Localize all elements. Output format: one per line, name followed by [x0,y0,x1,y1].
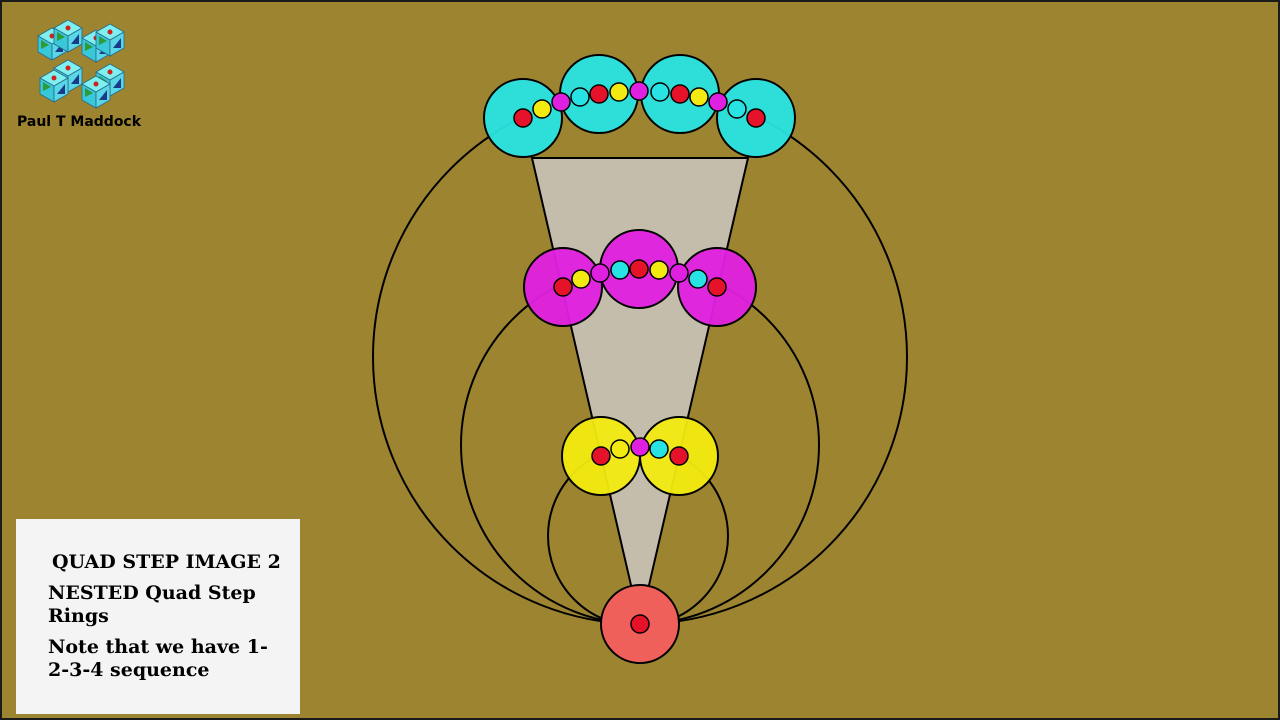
marker-magenta [630,437,650,457]
marker-cyan [570,87,590,107]
marker-red [629,259,649,279]
marker-red [591,446,611,466]
marker-yellow [532,99,552,119]
marker-yellow [609,82,629,102]
marker-cyan [727,99,747,119]
marker-red [707,277,727,297]
marker-magenta [551,92,571,112]
marker-magenta [629,81,649,101]
marker-magenta [590,263,610,283]
marker-red [513,108,533,128]
marker-red [670,84,690,104]
marker-yellow [689,87,709,107]
info-line-2: Note that we have 1-2-3-4 sequence [48,636,268,681]
marker-cyan [650,82,670,102]
marker-red [746,108,766,128]
info-title: QUAD STEP IMAGE 2 [52,551,281,573]
marker-cyan [610,260,630,280]
marker-red [630,614,650,634]
author-name: Paul T Maddock [17,114,142,130]
marker-red [589,84,609,104]
marker-cyan [649,439,669,459]
marker-yellow [571,269,591,289]
info-line-1: NESTED Quad Step Rings [48,582,256,627]
marker-red [553,277,573,297]
marker-magenta [708,92,728,112]
marker-cyan [688,269,708,289]
marker-magenta [669,263,689,283]
central-wedge [530,157,750,625]
marker-yellow [610,439,630,459]
marker-red [669,446,689,466]
info-panel: QUAD STEP IMAGE 2 NESTED Quad Step Rings… [16,519,300,714]
marker-yellow [649,260,669,280]
ring-4-cyan-circles [483,54,796,158]
